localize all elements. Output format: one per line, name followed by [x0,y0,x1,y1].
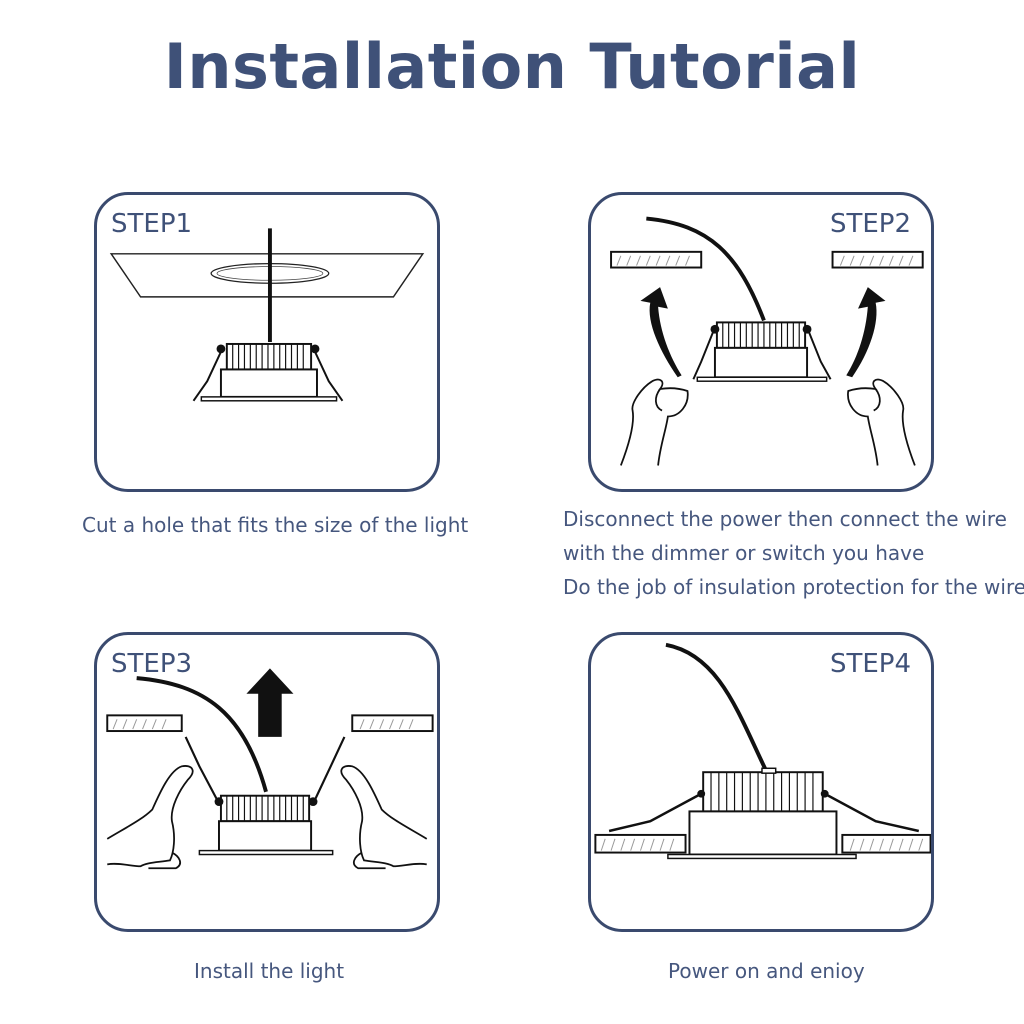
step4-caption: Power on and enioy [668,959,865,983]
page-title: Installation Tutorial [163,30,861,103]
step1-label: STEP1 [111,209,193,239]
step3-illustration [106,668,434,870]
step2-panel: STEP2 [588,192,934,492]
step4-illustration [594,642,931,860]
ceiling-board [610,250,924,269]
curved-arrow-icon [846,287,886,378]
step3-panel: STEP3 [94,632,440,932]
downlight-icon [184,736,346,856]
hand-icon [620,378,689,466]
step3-caption: Install the light [194,959,345,983]
up-arrow-icon [246,668,294,737]
hand-icon [340,765,428,870]
step1-caption: Cut a hole that fits the size of the lig… [82,513,469,537]
ceiling-board [106,714,434,733]
downlight-icon [692,321,832,382]
curved-arrow-icon [640,287,682,378]
step3-label: STEP3 [111,649,193,679]
downlight-icon [192,342,344,402]
step4-label: STEP4 [829,649,911,679]
step1-illustration [109,228,425,402]
step4-panel: STEP4 [588,632,934,932]
hand-icon [847,378,916,466]
hand-icon [106,765,194,870]
step2-illustration [610,216,924,466]
ceiling-board [594,833,931,854]
step2-label: STEP2 [829,209,911,239]
step1-panel: STEP1 [94,192,440,492]
step2-caption: Disconnect the power then connect the wi… [563,507,1024,599]
downlight-icon [608,767,920,860]
